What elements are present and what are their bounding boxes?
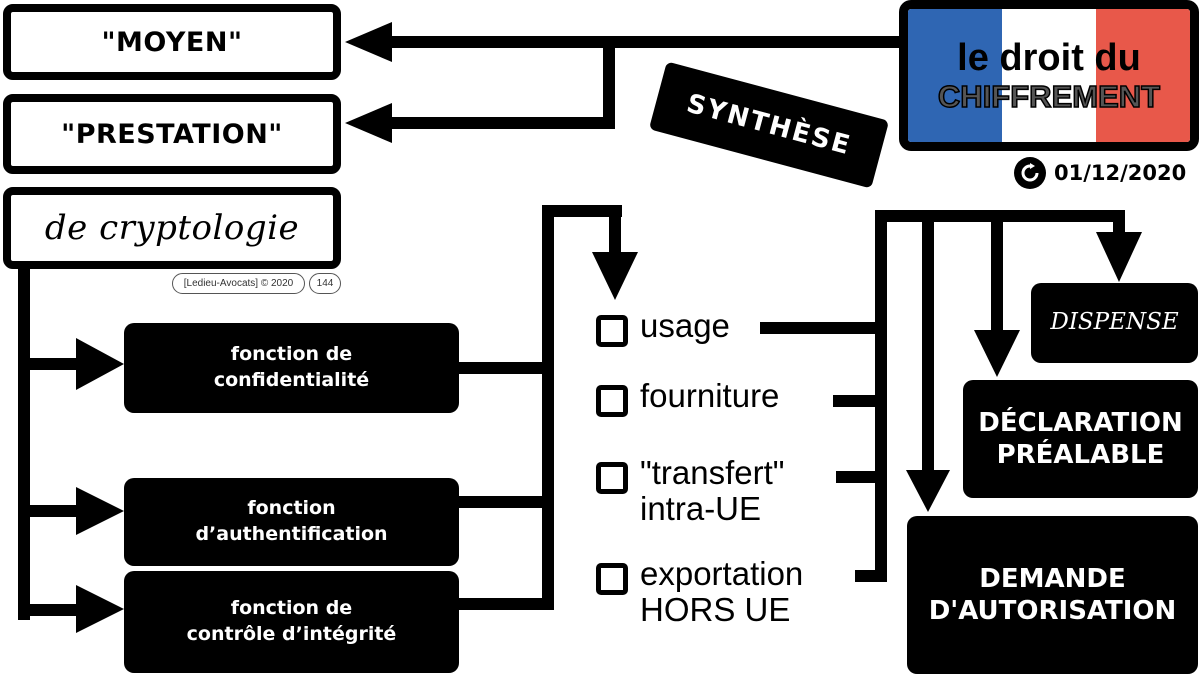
flag-blue-stripe [908, 9, 1002, 142]
cryptologie-box: de cryptologie [3, 187, 341, 269]
autorisation-line1: DEMANDE [979, 563, 1126, 594]
date-text: 01/12/2020 [1054, 161, 1187, 185]
title-line2: CHIFFREMENT [937, 78, 1161, 115]
declaration-line2: PRÉALABLE [996, 440, 1165, 470]
copyright-pill: [Ledieu-Avocats] © 2020 [172, 273, 305, 294]
operation-label: usage [640, 307, 730, 344]
operation-label-line2: intra-UE [640, 490, 762, 527]
arrow-to-authentification [76, 487, 124, 535]
flag-red-stripe [1096, 9, 1190, 142]
operation-label-line1: exportation [640, 555, 804, 592]
function-line1: fonction de [230, 343, 353, 366]
dispense-label: DISPENSE [1050, 309, 1179, 336]
operation-label: "transfert" intra-UE [640, 455, 784, 527]
function-authentification: fonction d’authentification [124, 478, 459, 566]
arrow-to-autorisation [906, 470, 950, 512]
operation-label: fourniture [640, 377, 780, 414]
function-integrite: fonction de contrôle d’intégrité [124, 571, 459, 673]
regime-declaration: DÉCLARATION PRÉALABLE [963, 380, 1198, 498]
wire-left-trunk [18, 265, 30, 620]
flag-white-stripe [1002, 9, 1096, 142]
prestation-label: "PRESTATION" [61, 118, 283, 150]
title-line1: le droit du [957, 36, 1141, 79]
arrow-to-operations [592, 252, 638, 300]
arrow-to-dispense [1096, 232, 1142, 282]
operation-transfert[interactable]: "transfert" intra-UE [596, 455, 784, 527]
title-flag: le droit du CHIFFREMENT [899, 0, 1199, 151]
regime-dispense: DISPENSE [1031, 283, 1198, 363]
operation-fourniture[interactable]: fourniture [596, 378, 779, 417]
copyright-text: [Ledieu-Avocats] © 2020 [183, 278, 294, 289]
operation-label-line2: HORS UE [640, 591, 791, 628]
arrow-to-integrite [76, 585, 124, 633]
checkbox-icon[interactable] [596, 315, 628, 347]
wire-branch-vertical [603, 36, 615, 128]
arrow-to-moyen [345, 22, 392, 62]
function-line2: d’authentification [195, 523, 388, 545]
moyen-label: "MOYEN" [101, 26, 243, 58]
function-line2: confidentialité [213, 369, 370, 391]
operation-label: exportation HORS UE [640, 556, 803, 628]
checkbox-icon[interactable] [596, 462, 628, 494]
prestation-box: "PRESTATION" [3, 94, 341, 174]
function-line1: fonction [247, 497, 336, 520]
checkbox-icon[interactable] [596, 385, 628, 417]
function-line2: contrôle d’intégrité [186, 623, 397, 645]
slide-number: 144 [316, 278, 334, 289]
function-line1: fonction de [230, 597, 353, 620]
cryptologie-label: de cryptologie [44, 208, 300, 248]
operation-exportation[interactable]: exportation HORS UE [596, 556, 803, 628]
arrow-to-confidentialite [76, 338, 124, 390]
operation-label-line1: "transfert" [640, 454, 785, 491]
wire-functions-trunk [542, 205, 554, 610]
arrow-to-declaration [974, 330, 1020, 377]
wire-to-prestation [390, 117, 615, 129]
update-date: 01/12/2020 [1014, 157, 1186, 189]
slide-number-pill: 144 [309, 273, 341, 294]
arrow-to-prestation [345, 103, 392, 143]
operation-usage[interactable]: usage [596, 308, 730, 347]
autorisation-line2: D'AUTORISATION [928, 596, 1177, 626]
wire-flag-to-moyen [390, 36, 905, 48]
wire-regimes-trunk [875, 210, 887, 582]
regime-autorisation: DEMANDE D'AUTORISATION [907, 516, 1198, 674]
moyen-box: "MOYEN" [3, 4, 341, 80]
title-text: le droit du CHIFFREMENT [908, 9, 1190, 142]
declaration-line1: DÉCLARATION [978, 407, 1183, 438]
function-confidentialite: fonction de confidentialité [124, 323, 459, 413]
refresh-icon [1014, 157, 1046, 189]
checkbox-icon[interactable] [596, 563, 628, 595]
